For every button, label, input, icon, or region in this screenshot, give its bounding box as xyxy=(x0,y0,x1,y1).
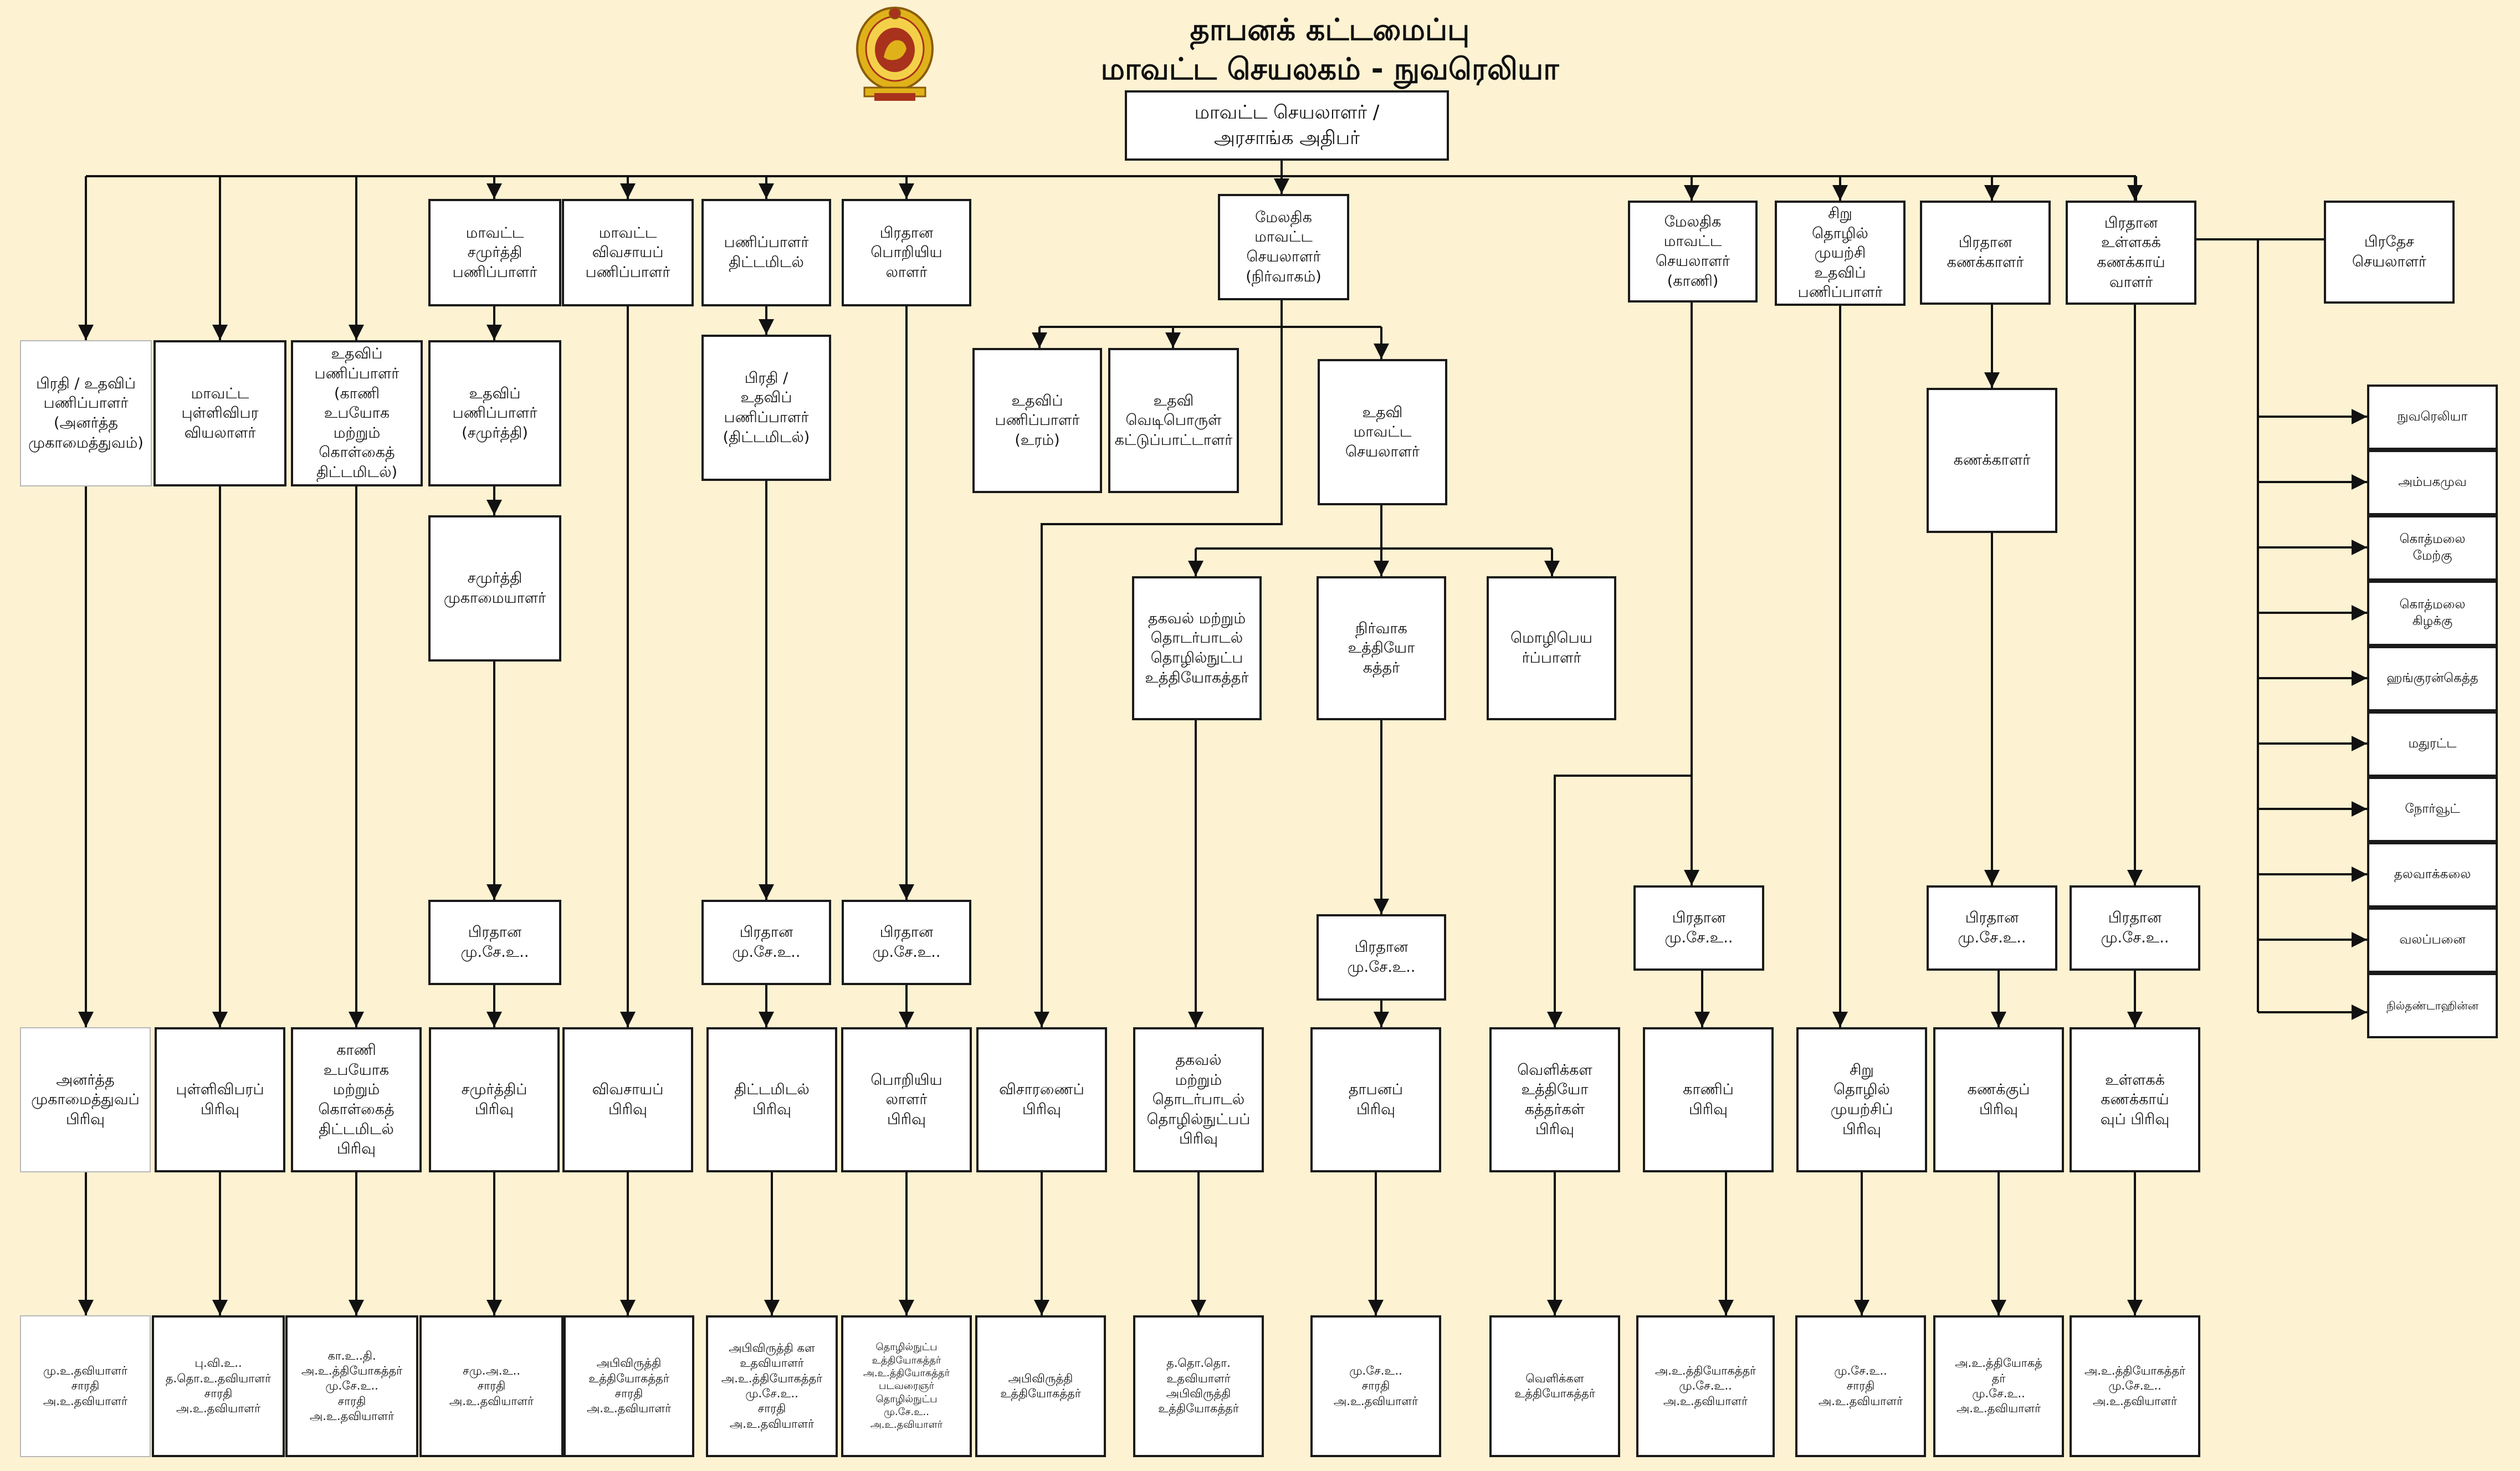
division-land: காணிப் பிரிவு xyxy=(1643,1027,1774,1172)
ds-item: நில்தண்டாஹின்ன xyxy=(2367,973,2498,1038)
samurdhi-director-box: மாவட்ட சமுர்த்தி பணிப்பாளர் xyxy=(428,199,561,306)
ds-item: நோர்வூட் xyxy=(2367,777,2498,842)
staff-ict: த.தொ.தொ. உதவியாளர் அபிவிருத்தி உத்தியோகத… xyxy=(1133,1315,1264,1457)
division-samurdhi: சமுர்த்திப் பிரிவு xyxy=(429,1027,560,1172)
staff-agriculture: அபிவிருத்தி உத்தியோகத்தர் சாரதி அ.உ.தவிய… xyxy=(564,1315,694,1457)
disaster-mgmt-director-box: பிரதி / உதவிப் பணிப்பாளர் (அனர்த்த முகாம… xyxy=(20,340,152,486)
division-establishment: தாபனப் பிரிவு xyxy=(1310,1027,1441,1172)
planning-deputy-director-box: பிரதி / உதவிப் பணிப்பாளர் (திட்டமிடல்) xyxy=(701,335,831,481)
ds-item: அம்பகமுவ xyxy=(2367,450,2498,515)
admin-chief-mso-box: பிரதான மு.சே.உ.. xyxy=(1317,914,1446,1001)
staff-small-enterprise: மு.சே.உ.. சாரதி அ.உ.தவியாளர் xyxy=(1795,1315,1926,1457)
additional-ds-land-box: மேலதிக மாவட்ட செயலாளர் (காணி) xyxy=(1628,201,1758,303)
page-title: தாபனக் கட்டமைப்பு மாவட்ட செயலகம் - நுவரெ… xyxy=(1100,12,1559,87)
division-investigation: விசாரணைப் பிரிவு xyxy=(976,1027,1107,1172)
ds-item: மதுரட்ட xyxy=(2367,711,2498,777)
chief-internal-auditor-box: பிரதான உள்ளகக் கணக்காய் வாளர் xyxy=(2066,201,2196,305)
divisional-secretary-head: பிரதேச செயலாளர் xyxy=(2324,201,2455,304)
land-use-director-box: உதவிப் பணிப்பாளர் (காணி உபயோக மற்றும் கொ… xyxy=(291,340,423,486)
audit-chief-mso-box: பிரதான மு.சே.உ.. xyxy=(2070,885,2200,971)
staff-land: அ.உ.த்தியோகத்தர் மு.சே.உ.. அ.உ.தவியாளர் xyxy=(1636,1315,1775,1457)
staff-samurdhi: சமு.அ.உ.. சாரதி அ.உ.தவியாளர் xyxy=(419,1315,564,1457)
planning-director-box: பணிப்பாளர் திட்டமிடல் xyxy=(701,199,831,306)
land-chief-mso-box: பிரதான மு.சே.உ.. xyxy=(1633,885,1764,971)
agriculture-director-box: மாவட்ட விவசாயப் பணிப்பாளர் xyxy=(562,199,694,306)
asst-explosives-controller-box: உதவி வெடிபொருள் கட்டுப்பாட்டாளர் xyxy=(1108,348,1239,493)
staff-accounts: அ.உ.த்தியோகத் தர் மு.சே.உ.. அ.உ.தவியாளர் xyxy=(1933,1315,2064,1457)
ds-item: கொத்மலை கிழக்கு xyxy=(2367,581,2498,646)
division-agriculture: விவசாயப் பிரிவு xyxy=(562,1027,693,1172)
division-internal-audit: உள்ளகக் கணக்காய் வுப் பிரிவு xyxy=(2070,1027,2200,1172)
division-disaster-mgmt: அனர்த்த முகாமைத்துவப் பிரிவு xyxy=(20,1027,151,1172)
translator-box: மொழிபெய ர்ப்பாளர் xyxy=(1487,576,1616,720)
staff-field-officers: வெளிக்கள உத்தியோகத்தர் xyxy=(1489,1315,1620,1457)
staff-internal-audit: அ.உ.த்தியோகத்தர் மு.சே.உ.. அ.உ.தவியாளர் xyxy=(2070,1315,2200,1457)
ds-item: ஹங்குரன்கெத்த xyxy=(2367,646,2498,711)
division-statistics: புள்ளிவிபரப் பிரிவு xyxy=(155,1027,285,1172)
samurdhi-chief-mso-box: பிரதான மு.சே.உ.. xyxy=(428,900,561,985)
planning-chief-mso-box: பிரதான மு.சே.உ.. xyxy=(701,900,831,985)
ds-item: தலவாக்கலை xyxy=(2367,842,2498,908)
staff-land-use: கா.உ..தி. அ.உ.த்தியோகத்தர் மு.சே.உ.. சார… xyxy=(285,1315,418,1457)
district-secretary-box: மாவட்ட செயலாளர் / அரசாங்க அதிபர் xyxy=(1125,90,1449,161)
additional-ds-admin-box: மேலதிக மாவட்ட செயலாளர் (நிர்வாகம்) xyxy=(1218,194,1349,300)
division-land-use: காணி உபயோக மற்றும் கொள்கைத் திட்டமிடல் ப… xyxy=(291,1027,422,1172)
staff-planning: அபிவிருத்தி கள உதவியாளர் அ.உ.த்தியோகத்தர… xyxy=(706,1315,838,1457)
admin-officer-box: நிர்வாக உத்தியோ கத்தர் xyxy=(1317,576,1446,720)
staff-disaster-mgmt: மு.உ.தவியாளர் சாரதி அ.உ.தவியாளர் xyxy=(20,1315,151,1457)
staff-investigation: அபிவிருத்தி உத்தியோகத்தர் xyxy=(975,1315,1106,1457)
chief-accountant-box: பிரதான கணக்காளர் xyxy=(1920,201,2051,305)
small-enterprise-director-box: சிறு தொழில் முயற்சி உதவிப் பணிப்பாளர் xyxy=(1775,201,1906,306)
ds-item: வலப்பனை xyxy=(2367,908,2498,973)
accountant-box: கணக்காளர் xyxy=(1927,388,2057,533)
ict-officer-box: தகவல் மற்றும் தொடர்பாடல் தொழில்நுட்ப உத்… xyxy=(1132,576,1262,720)
samurdhi-asst-director-box: உதவிப் பணிப்பாளர் (சமுர்த்தி) xyxy=(428,340,561,486)
staff-engineering: தொழில்நுட்ப உத்தியோகத்தர் அ.உ.த்தியோகத்த… xyxy=(841,1315,972,1457)
sri-lanka-emblem-icon xyxy=(856,7,934,101)
division-small-enterprise: சிறு தொழில் முயற்சிப் பிரிவு xyxy=(1796,1027,1927,1172)
asst-director-fertilizer-box: உதவிப் பணிப்பாளர் (உரம்) xyxy=(972,348,1102,493)
staff-establishment: மு.சே.உ.. சாரதி அ.உ.தவியாளர் xyxy=(1310,1315,1441,1457)
division-engineering: பொறியிய லாளர் பிரிவு xyxy=(841,1027,972,1172)
division-planning: திட்டமிடல் பிரிவு xyxy=(706,1027,837,1172)
division-ict: தகவல் மற்றும் தொடர்பாடல் தொழில்நுட்பப் ப… xyxy=(1133,1027,1264,1172)
engineer-chief-mso-box: பிரதான மு.சே.உ.. xyxy=(842,900,971,985)
division-field-officers: வெளிக்கள உத்தியோ கத்தர்கள் பிரிவு xyxy=(1489,1027,1620,1172)
ds-item: கொத்மலை மேற்கு xyxy=(2367,515,2498,581)
accounts-chief-mso-box: பிரதான மு.சே.உ.. xyxy=(1927,885,2057,971)
ds-item: நுவரெலியா xyxy=(2367,385,2498,450)
statistician-box: மாவட்ட புள்ளிவிபர வியலாளர் xyxy=(153,340,286,486)
division-accounts: கணக்குப் பிரிவு xyxy=(1933,1027,2064,1172)
asst-district-secretary-box: உதவி மாவட்ட செயலாளர் xyxy=(1318,359,1447,505)
samurdhi-manager-box: சமுர்த்தி முகாமையாளர் xyxy=(428,515,561,662)
chief-engineer-box: பிரதான பொறியிய லாளர் xyxy=(842,199,971,306)
staff-statistics: பு.வி.உ.. த.தொ.உ.தவியாளர் சாரதி அ.உ.தவிய… xyxy=(152,1315,285,1457)
